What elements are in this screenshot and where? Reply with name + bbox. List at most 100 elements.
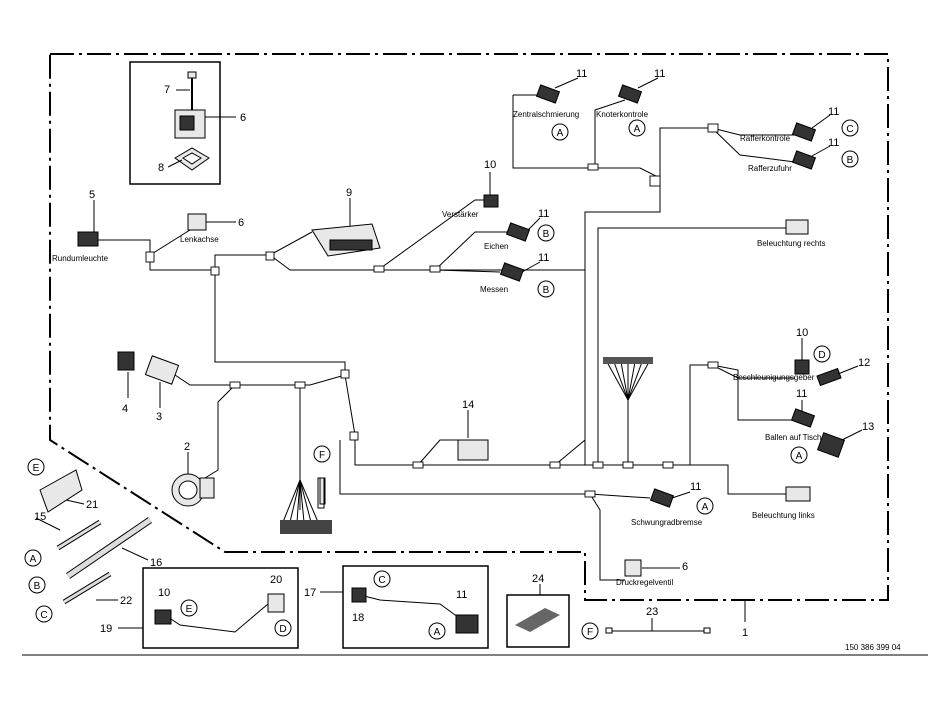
num-19: 19 [100,623,112,635]
circle-letter-d: D [813,345,831,363]
circle-letter-c: C [373,570,391,588]
circle-letter-a: A [628,119,646,137]
circle-letter-d: D [274,619,292,637]
cable-15 [56,519,102,551]
svg-text:B: B [34,581,41,592]
junctions [145,123,719,498]
num-12: 12 [858,357,870,369]
num-7: 7 [164,84,170,96]
svg-text:C: C [40,610,47,621]
plug-zentralschmierung [535,84,561,104]
plug-4 [117,351,135,371]
num-11: 11 [576,68,587,80]
lamp-beleuchtung-links [785,486,811,502]
plug-messen [499,262,525,282]
num-9: 9 [346,187,352,199]
svg-text:C: C [378,575,385,586]
cable-23 [605,627,711,634]
num-3: 3 [156,411,162,423]
detail-box-19 [142,567,299,649]
wire-fan-top [603,357,653,401]
plug-verstaerker [483,194,499,208]
svg-text:F: F [319,450,325,461]
plug-10-beschleunigungsgeber [794,359,810,375]
circle-letter-f: F [581,622,599,640]
num-14: 14 [462,399,474,411]
num-4: 4 [122,403,128,415]
svg-text:A: A [434,627,441,638]
label-beschleunigungsgeber: Beschleunigungsgeber [733,373,815,382]
cable-22 [62,571,112,605]
circle-letter-a: A [696,497,714,515]
num-2: 2 [184,441,190,453]
num-6: 6 [240,112,246,124]
num-20: 20 [270,574,282,586]
num-15: 15 [34,511,46,523]
circle-letter-e: E [27,458,45,476]
plug-rundumleuchte [77,231,99,247]
plug-rafferkontrole [791,122,817,142]
svg-text:F: F [587,627,593,638]
svg-text:D: D [818,350,825,361]
num-18: 18 [352,612,364,624]
bracket-21 [39,469,83,513]
plug-ballen-auf-tisch [790,408,816,428]
lamp-beleuchtung-rechts [785,219,809,235]
svg-text:B: B [543,285,550,296]
num-11: 11 [828,106,839,118]
num-10: 10 [484,159,496,171]
bolt-icon [187,71,197,110]
label-rundumleuchte: Rundumleuchte [52,254,109,263]
num-22: 22 [120,595,132,607]
leader-lines [35,77,863,631]
connector-housing-icon [174,109,206,139]
label-zentralschmierung: Zentralschmierung [513,110,579,119]
num-11: 11 [690,481,701,493]
label-beleuchtung-rechts: Beleuchtung rechts [757,239,826,248]
detail-box-6-7-8 [129,61,221,185]
svg-text:C: C [846,124,853,135]
document-reference: 150 386 399 04 [845,643,901,652]
gasket-icon [174,147,210,171]
circle-letter-a: A [428,622,446,640]
circle-letter-b: B [841,150,859,168]
label-druckregelventil: Druckregelventil [616,578,674,587]
num-10: 10 [796,327,808,339]
circle-letter-c: C [35,605,53,623]
svg-text:A: A [702,502,709,513]
circle-letter-f: F [313,445,331,463]
svg-text:D: D [279,624,286,635]
plug-14 [457,439,489,461]
label-ballen-auf-tisch: Ballen auf Tisch [765,433,821,442]
num-24: 24 [532,573,544,585]
circle-letter-a: A [24,549,42,567]
num-11: 11 [654,68,665,80]
num-11: 11 [538,252,549,264]
num-11: 11 [456,589,467,601]
label-schwungradbremse: Schwungradbremse [631,518,703,527]
plug-12 [816,367,842,387]
plug-knoterkontrole [617,84,643,104]
label-eichen: Eichen [484,242,508,251]
plug-eichen [505,222,531,242]
num-23: 23 [646,606,658,618]
label-rafferzufuhr: Rafferzufuhr [748,164,792,173]
label-messen: Messen [480,285,508,294]
svg-text:A: A [634,124,641,135]
num-8: 8 [158,162,164,174]
label-knoterkontrole: Knoterkontrole [596,110,649,119]
control-unit-9 [311,223,381,257]
num-13: 13 [862,421,874,433]
num-17: 17 [304,587,316,599]
plug-13 [816,432,846,458]
label-beleuchtung-links: Beleuchtung links [752,511,815,520]
circle-letter-b: B [537,224,555,242]
num-11: 11 [538,208,549,220]
num-11: 11 [796,388,807,400]
detail-box-24 [506,594,570,648]
num-5: 5 [89,189,95,201]
svg-text:E: E [186,604,193,615]
harness-wires [95,94,796,581]
num-16: 16 [150,557,162,569]
